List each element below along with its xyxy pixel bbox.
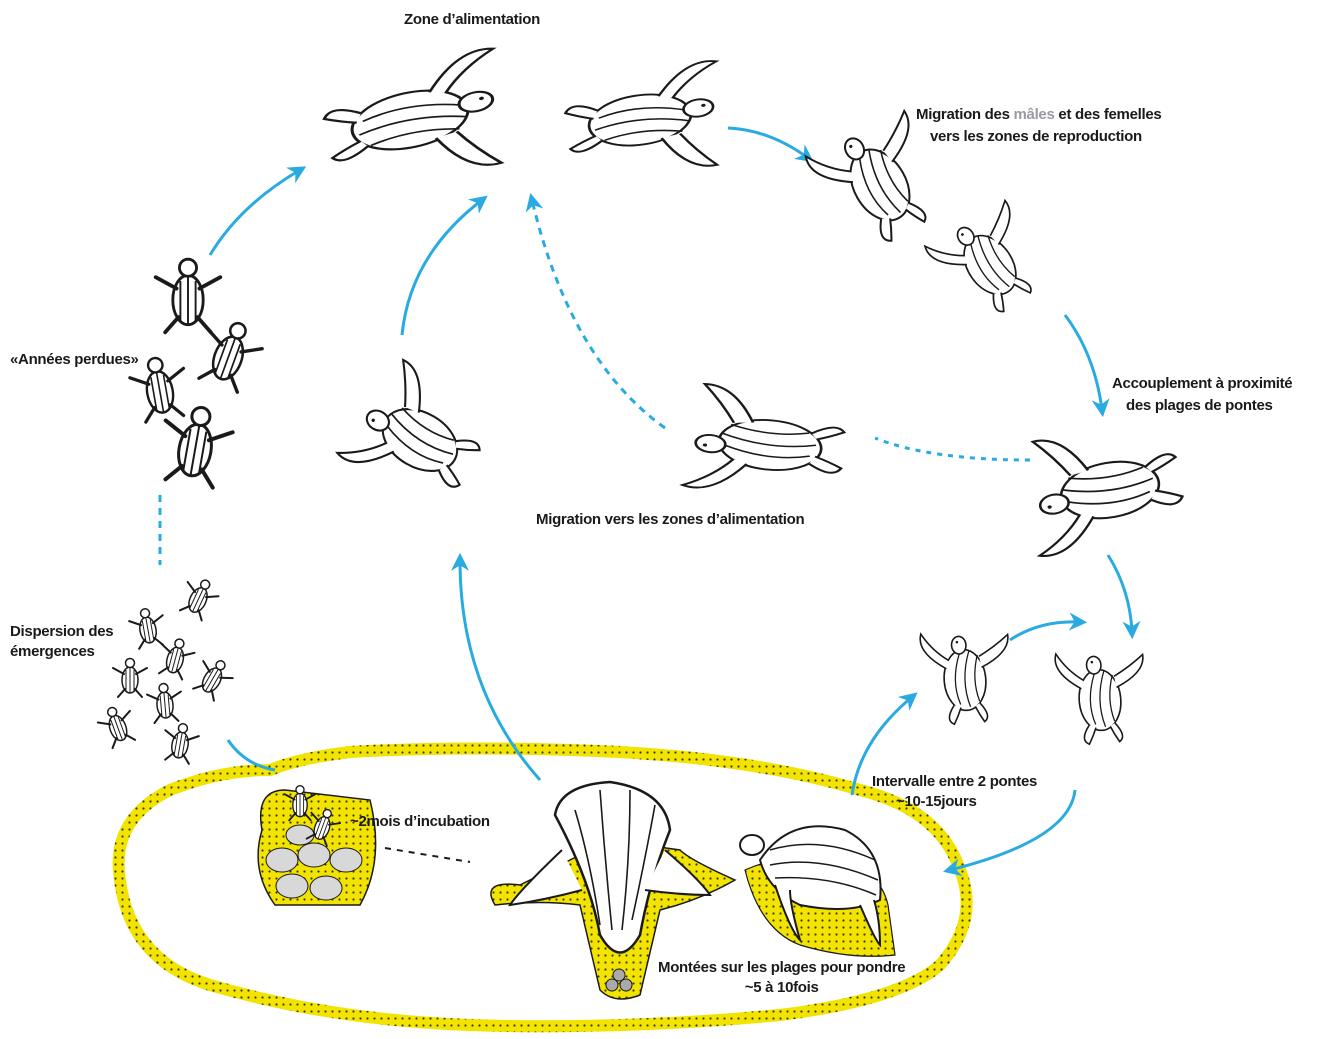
arrow-interval-to-nesting [1010,622,1080,640]
label-mating: Accouplement à proximité des plages de p… [1112,373,1292,417]
hatchlings [95,573,238,764]
arrow-juvenile-to-feeding [402,200,482,335]
adult-turtle-feeding [561,60,731,185]
beach-turtle-icon [740,826,895,956]
dashed-incubation [385,848,470,862]
juvenile-turtle [337,355,500,516]
post-nesting-turtle [682,383,847,500]
label-incubation: ~2mois d’incubation [350,812,490,832]
dashed-mating-to-migration [875,438,1030,460]
migrating-turtle-2 [924,194,1057,328]
arrow-lost-years-to-feeding [210,170,300,255]
mating-turtles [1020,418,1188,557]
label-migration-breeding: Migration des mâles et des femelles vers… [916,104,1161,148]
label-lost-years: «Années perdues» [10,350,139,370]
dashed-post-nesting-migration [532,200,665,428]
arrow-migration-to-mating [1065,315,1102,410]
migration-line2: vers les zones de reproduction [916,126,1161,148]
inter-nesting-turtle-1 [920,627,1015,727]
label-nesting: Montées sur les plages pour pondre ~5 à … [658,958,905,998]
arrow-mating-to-nesting [1108,555,1132,632]
label-feeding-zone: Zone d’alimentation [404,10,540,30]
adult-turtle-feeding-large [317,47,517,197]
inter-nesting-turtle-2 [1055,647,1150,747]
migration-line1: Migration des mâles et des femelles [916,106,1161,123]
label-dispersal: Dispersion des émergences [10,622,113,662]
label-migration-feeding: Migration vers les zones d’alimentation [536,510,804,530]
egg-clutch-icon [258,786,376,905]
arrow-feeding-to-migration [728,128,808,158]
lost-years-turtles [127,259,267,489]
label-interval: Intervalle entre 2 pontes ~10-15jours [872,772,1037,812]
